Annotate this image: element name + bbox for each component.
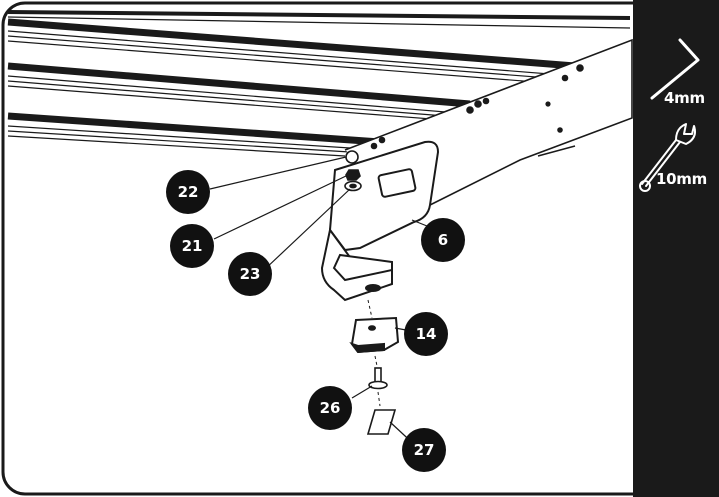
wrench-icon [639,123,696,192]
roof-rails [7,10,631,157]
plate [366,409,397,435]
hex-key-icon [650,38,700,100]
tool-label-wrench: 10mm [656,170,707,188]
callout-14: 14 [404,312,448,356]
tool-panel-bg [633,0,719,497]
leader-lines [209,156,433,449]
callout-26: 26 [308,386,352,430]
callout-22: 22 [166,170,210,214]
hardware-top [344,150,362,192]
tool-label-hex-key: 4mm [664,89,705,107]
callout-6: 6 [421,218,465,262]
callout-23: 23 [228,252,272,296]
callout-21: 21 [170,224,214,268]
callout-27: 27 [402,428,446,472]
bolt [368,367,388,390]
bracket [320,140,440,302]
pad [349,316,400,354]
assembly-axis [367,299,381,407]
